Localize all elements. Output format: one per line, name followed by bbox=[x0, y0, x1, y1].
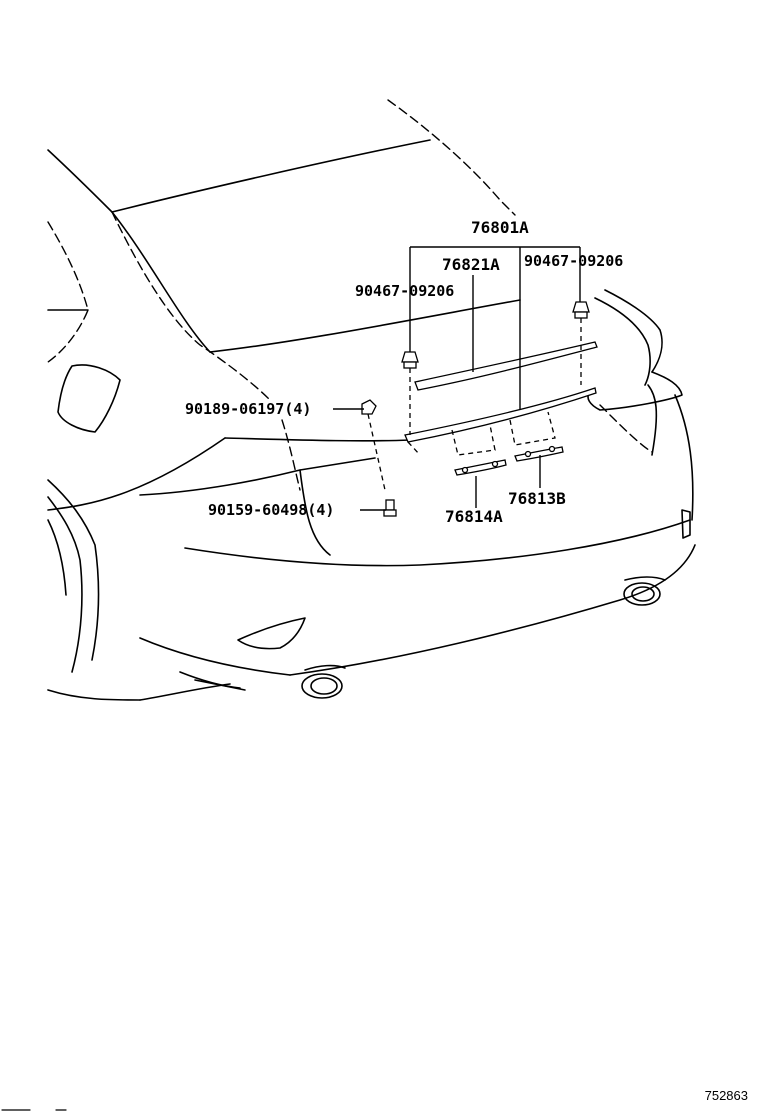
clip-90467-right bbox=[572, 301, 590, 385]
emblem-76813B bbox=[514, 445, 564, 462]
callout-76801A: 76801A bbox=[471, 218, 529, 237]
callout-76814A: 76814A bbox=[445, 507, 503, 526]
illustration-ref-number: 752863 bbox=[705, 1088, 748, 1103]
callout-90467-left: 90467-09206 bbox=[355, 282, 454, 300]
leader-lines bbox=[333, 246, 581, 511]
screw-90159 bbox=[383, 499, 397, 517]
car-body-outline bbox=[47, 99, 696, 701]
nut-90189 bbox=[361, 399, 386, 491]
emblem-76814A bbox=[454, 459, 507, 476]
callout-90159: 90159-60498(4) bbox=[208, 501, 334, 519]
upper-garnish-76821A bbox=[414, 341, 598, 391]
callout-76821A: 76821A bbox=[442, 255, 500, 274]
lower-garnish-76801A bbox=[404, 387, 597, 456]
clip-90467-left bbox=[401, 351, 419, 435]
callout-90467-right: 90467-09206 bbox=[524, 252, 623, 270]
callout-90189: 90189-06197(4) bbox=[185, 400, 311, 418]
callout-76813B: 76813B bbox=[508, 489, 566, 508]
